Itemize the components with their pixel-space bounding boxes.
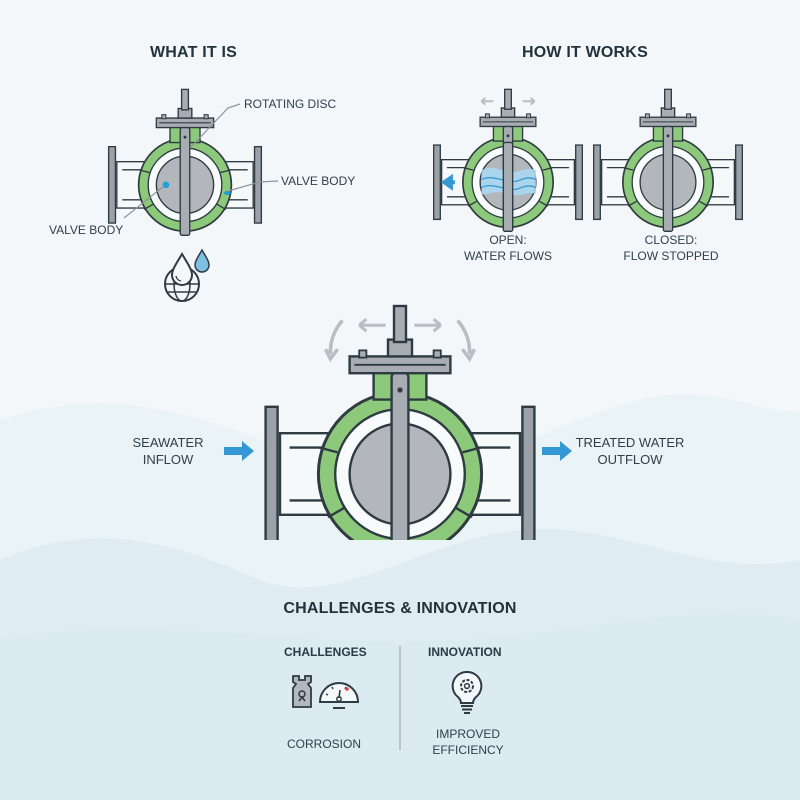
- state-closed-label: CLOSED: FLOW STOPPED: [623, 233, 719, 263]
- water-drops-globe-icon: [164, 248, 210, 302]
- callout-rotating-disc: ROTATING DISC: [244, 97, 337, 111]
- inflow-arrow-icon: [224, 441, 254, 461]
- callout-valve-body-left: VALVE BODY: [49, 223, 124, 237]
- outflow-arrow-icon: [542, 441, 572, 461]
- column-divider: [399, 646, 401, 750]
- how-it-works-title: HOW IT WORKS: [522, 44, 648, 61]
- treated-water-outflow-label: TREATED WATER OUTFLOW: [575, 435, 685, 467]
- corrosion-caption: CORROSION: [286, 737, 361, 751]
- state-open-label: OPEN: WATER FLOWS: [464, 233, 552, 263]
- improved-efficiency-caption: IMPROVED EFFICIENCY: [432, 727, 504, 757]
- what-it-is-title: WHAT IT IS: [150, 44, 238, 61]
- seawater-inflow-label: SEAWATER INFLOW: [132, 435, 204, 467]
- innovation-heading: INNOVATION: [428, 645, 502, 659]
- callout-valve-body-right: VALVE BODY: [281, 174, 356, 188]
- challenges-innovation-title: CHALLENGES & INNOVATION: [283, 600, 517, 617]
- challenges-heading: CHALLENGES: [284, 645, 367, 659]
- lightbulb-gear-icon: [451, 670, 483, 714]
- valve-closed-diagram: [592, 88, 744, 232]
- corrosion-bottle-icon: [292, 675, 312, 708]
- valve-main-diagram: [264, 304, 536, 540]
- pressure-gauge-icon: [318, 682, 360, 709]
- valve-open-diagram: [432, 88, 584, 232]
